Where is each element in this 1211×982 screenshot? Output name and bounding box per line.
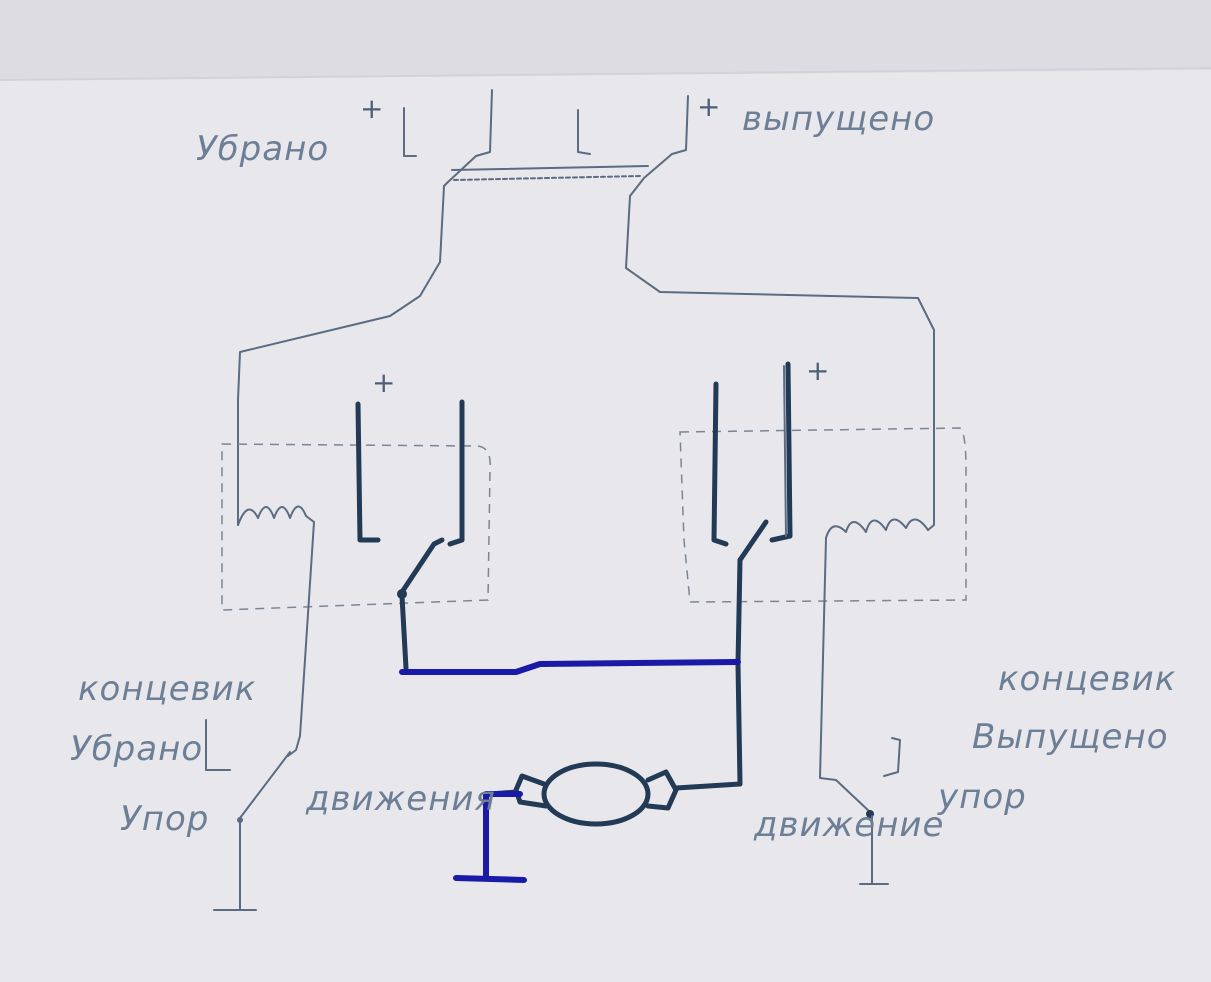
- motor-ground-wire: [483, 791, 523, 881]
- relay-right-contacts: +: [711, 354, 829, 563]
- label-limit-left-3: Упор: [120, 799, 209, 839]
- plus-top-right: +: [697, 90, 720, 123]
- svg-text:+: +: [372, 366, 395, 399]
- label-limit-right-3: упор: [937, 777, 1027, 817]
- label-motion-left: движения: [305, 779, 496, 819]
- limit-switch-left: [205, 521, 315, 911]
- wire-top-left: [237, 185, 445, 526]
- top-control-switch: [403, 89, 689, 197]
- limit-switch-right: [819, 537, 901, 885]
- relay-left-box: [221, 443, 491, 611]
- wire-right-common: [673, 557, 743, 791]
- label-limit-left-2: Убрано: [70, 729, 203, 769]
- relay-left-coil: [237, 505, 315, 526]
- label-retracted-top: Убрано: [196, 129, 329, 169]
- motor-ground-symbol: [453, 875, 527, 883]
- label-limit-right-1: концевик: [998, 659, 1176, 699]
- plus-top-left: +: [360, 92, 383, 125]
- wire-bridge-blue: [399, 659, 741, 675]
- label-extended-top: выпущено: [742, 99, 935, 139]
- label-limit-left-1: концевик: [78, 669, 256, 709]
- paper-fold: [0, 0, 1211, 80]
- wire-left-common: [399, 593, 409, 671]
- relay-right-coil: [825, 518, 929, 539]
- label-motion-right: движение: [753, 805, 944, 845]
- fold-line: [0, 67, 1211, 81]
- wire-top-right: [625, 195, 935, 531]
- svg-text:+: +: [806, 354, 829, 387]
- label-limit-right-2: Выпущено: [972, 717, 1169, 757]
